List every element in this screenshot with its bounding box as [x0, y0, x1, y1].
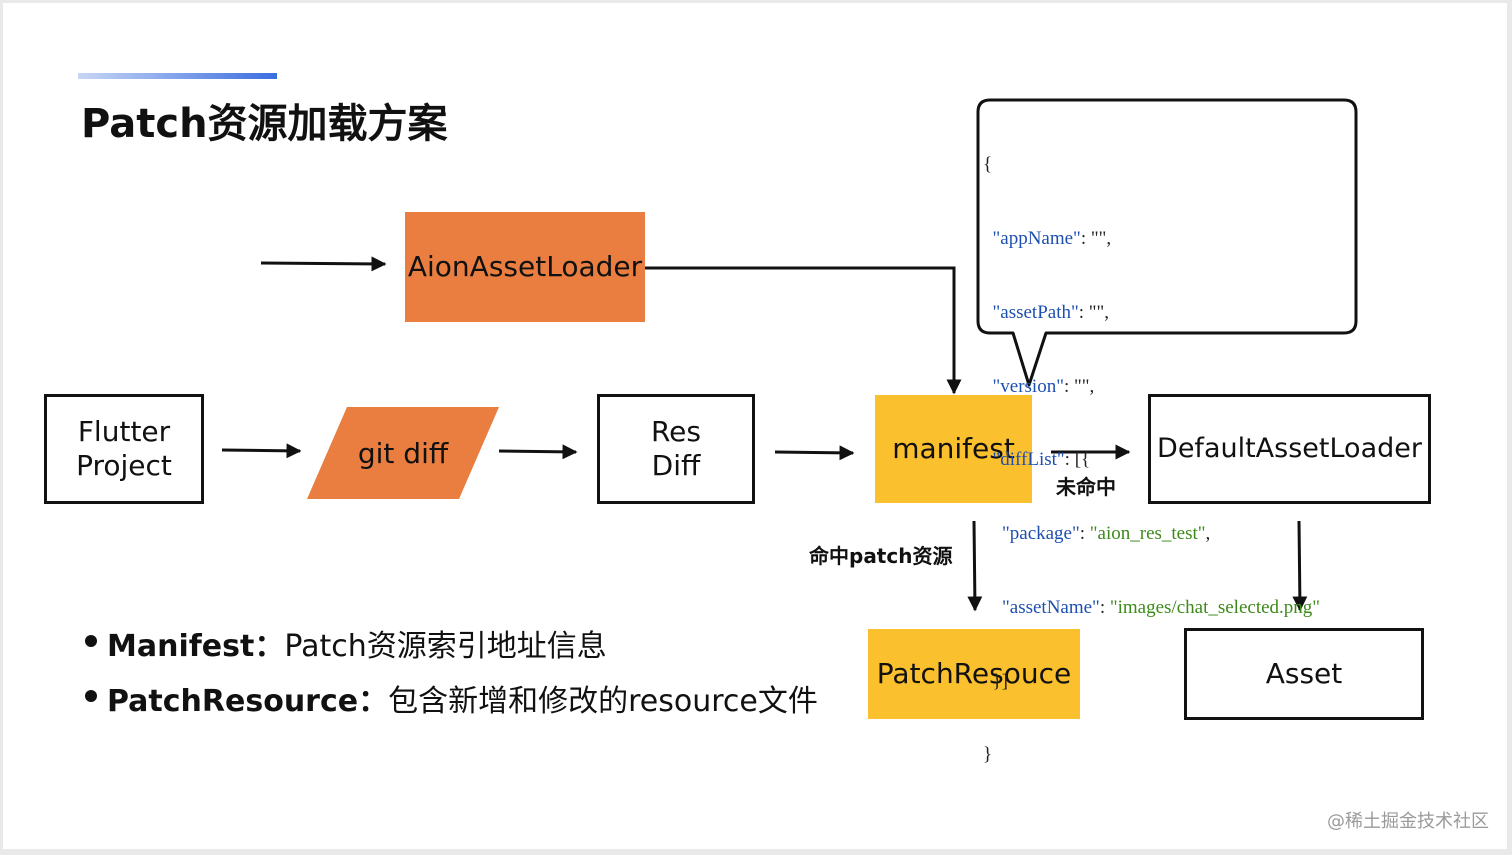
patch-resource-node: PatchResouce	[868, 629, 1080, 719]
flutter-project-label-line2: Project	[76, 449, 172, 482]
res-diff-node: Res Diff	[597, 394, 755, 504]
json-line-open: {	[983, 154, 993, 176]
bullet-patch-resource: PatchResource：包含新增和修改的resource文件	[85, 676, 818, 731]
aion-asset-loader-label: AionAssetLoader	[407, 250, 643, 283]
bullet-manifest-term: Manifest	[107, 629, 255, 664]
slide: Patch资源加载方案 AionAssetLoader Flutter Proj…	[3, 3, 1507, 849]
json-line-close: }	[983, 744, 993, 766]
res-diff-label-line2: Diff	[651, 449, 701, 482]
json-line-appname: "appName": "",	[992, 227, 1112, 249]
hit-edge-label: 命中patch资源	[809, 544, 953, 568]
bullet-list: Manifest：Patch资源索引地址信息 PatchResource：包含新…	[85, 621, 818, 731]
arrow-project-to-gitdiff	[221, 443, 302, 459]
manifest-json-callout	[976, 98, 1358, 387]
default-asset-loader-node: DefaultAssetLoader	[1148, 394, 1431, 504]
arrow-resdiff-to-manifest	[774, 445, 855, 461]
manifest-node: manifest	[875, 395, 1032, 503]
json-line-version: "version": "",	[992, 375, 1095, 397]
json-line-assetpath: "assetPath": "",	[992, 301, 1110, 323]
aion-asset-loader-node: AionAssetLoader	[405, 212, 645, 322]
patch-resource-label: PatchResouce	[876, 657, 1072, 690]
json-line-assetname: "assetName": "images/chat_selected.png"	[1002, 596, 1321, 618]
asset-node: Asset	[1184, 628, 1424, 720]
json-line-close-list: }]	[992, 670, 1008, 692]
watermark: @稀土掘金技术社区	[1327, 811, 1489, 832]
arrow-gitdiff-to-resdiff	[498, 444, 578, 460]
arrow-default-loader-to-asset	[1292, 520, 1308, 612]
default-asset-loader-label: DefaultAssetLoader	[1157, 433, 1422, 464]
bullet-manifest: Manifest：Patch资源索引地址信息	[85, 621, 818, 676]
json-line-package: "package": "aion_res_test",	[1002, 523, 1211, 545]
connector-layer	[221, 256, 1308, 612]
asset-label: Asset	[1265, 657, 1343, 690]
manifest-label: manifest	[892, 432, 1015, 465]
arrow-manifest-to-patch-resource	[967, 520, 983, 612]
bullet-patch-resource-colon: ：	[358, 684, 389, 719]
arrow-aion-loader-to-manifest	[645, 266, 962, 395]
title-accent-bar	[78, 73, 277, 79]
res-diff-label-line1: Res	[650, 415, 701, 448]
git-diff-label: git diff	[357, 436, 449, 470]
page-title: Patch资源加载方案	[81, 101, 448, 147]
bullet-manifest-desc: Patch资源索引地址信息	[284, 629, 607, 664]
bullet-patch-resource-term: PatchResource	[107, 684, 359, 719]
manifest-json-text: { "appName": "", "assetPath": "", "versi…	[983, 104, 1353, 817]
flutter-project-label-line1: Flutter	[77, 415, 171, 448]
flutter-project-node: Flutter Project	[44, 394, 204, 504]
bullet-patch-resource-desc: 包含新增和修改的resource文件	[388, 684, 818, 719]
json-line-difflist: "diffList": [{	[992, 449, 1091, 471]
miss-edge-label: 未命中	[1056, 475, 1116, 499]
git-diff-node	[307, 407, 499, 499]
arrow-into-aion-loader	[260, 256, 387, 272]
bullet-manifest-colon: ：	[254, 629, 285, 664]
